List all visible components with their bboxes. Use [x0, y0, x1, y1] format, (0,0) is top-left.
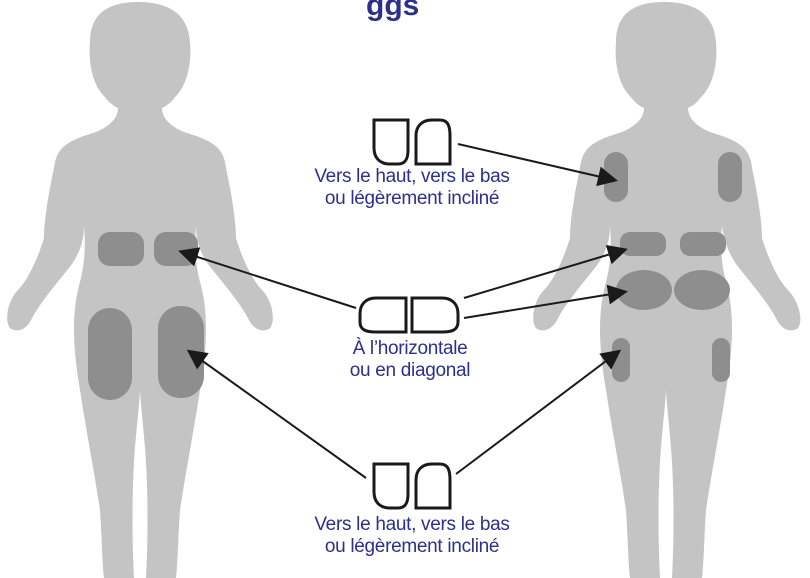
bottom-orientation-label: Vers le haut, vers le bas ou légèrement …	[292, 514, 532, 558]
front-right-thigh-zone	[158, 306, 204, 398]
front-right-abdomen-zone	[154, 232, 198, 266]
bottom-label-line2: ou légèrement incliné	[292, 536, 532, 558]
pod-vertical-open-bottom-icon	[374, 120, 408, 164]
arrow-to-front-abdomen	[182, 252, 356, 308]
top-label-line1: Vers le haut, vers le bas	[292, 166, 532, 188]
front-body-silhouette	[7, 2, 273, 578]
pod-vertical-open-top-icon	[416, 120, 450, 164]
top-orientation-label: Vers le haut, vers le bas ou légèrement …	[292, 166, 532, 210]
pod-horizontal-right-icon	[412, 298, 458, 332]
header-fragment: ggs	[366, 0, 419, 22]
bottom-pod-pair	[374, 464, 450, 508]
front-left-abdomen-zone	[98, 232, 144, 266]
middle-orientation-label: À l’horizontale ou en diagonal	[290, 338, 530, 382]
top-label-line2: ou légèrement incliné	[292, 188, 532, 210]
back-right-buttock-zone	[674, 270, 730, 310]
back-left-waist-zone	[620, 232, 666, 256]
pod-vertical-open-bottom-icon	[374, 464, 408, 508]
back-left-buttock-zone	[616, 270, 672, 310]
back-right-thigh-zone	[712, 338, 730, 382]
middle-label-line2: ou en diagonal	[290, 360, 530, 382]
bottom-label-line1: Vers le haut, vers le bas	[292, 514, 532, 536]
front-left-thigh-zone	[88, 308, 132, 400]
back-left-arm-zone	[604, 152, 628, 202]
back-right-arm-zone	[718, 152, 742, 202]
pod-vertical-open-top-icon	[416, 464, 450, 508]
middle-label-line1: À l’horizontale	[290, 338, 530, 360]
top-pod-pair	[374, 120, 450, 164]
back-left-thigh-zone	[612, 338, 630, 382]
back-right-waist-zone	[680, 232, 726, 256]
middle-pod-pair	[360, 298, 458, 332]
pod-horizontal-left-icon	[360, 298, 406, 332]
